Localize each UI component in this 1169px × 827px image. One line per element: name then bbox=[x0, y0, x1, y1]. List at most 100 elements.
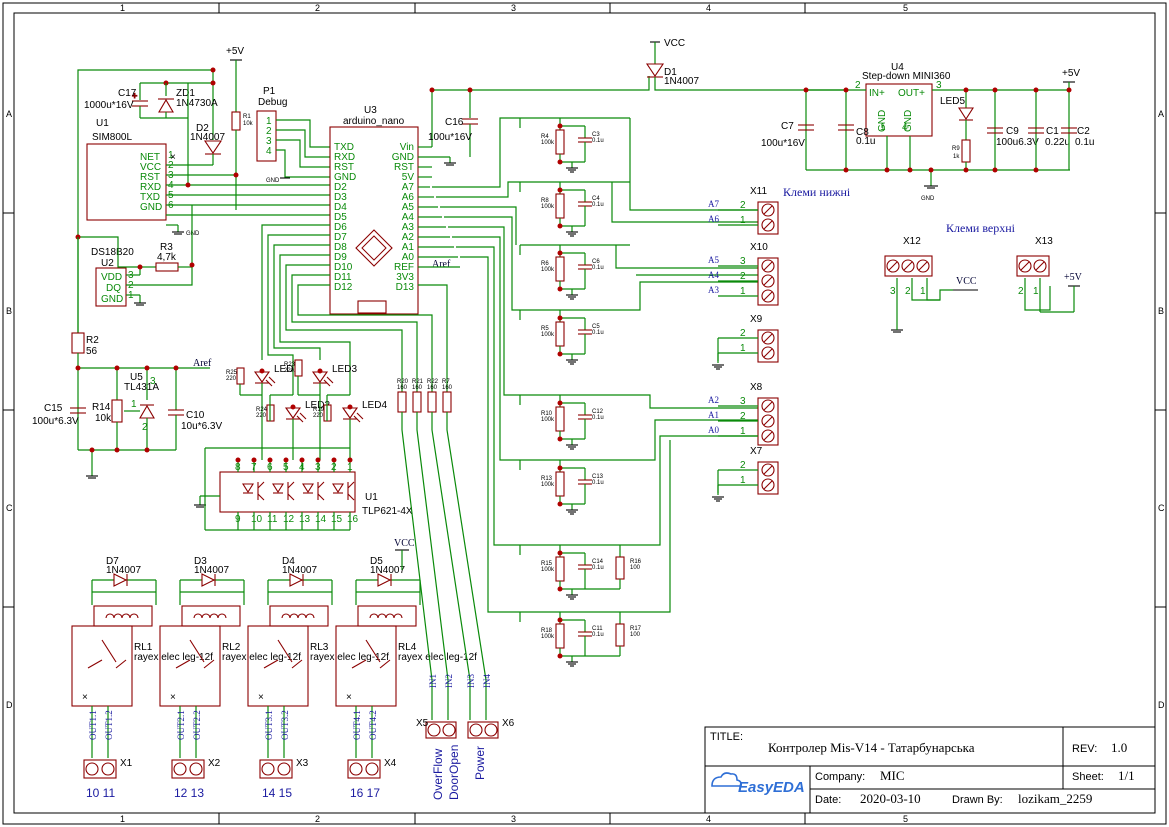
nano-left-pin: RST bbox=[334, 162, 354, 173]
nano-right-pin: A3 bbox=[402, 222, 415, 233]
svg-text:0.1u: 0.1u bbox=[592, 415, 604, 421]
svg-text:IN2: IN2 bbox=[444, 674, 454, 688]
debug-ref: P1 bbox=[263, 86, 276, 97]
svg-text:1: 1 bbox=[131, 399, 137, 410]
svg-text:Sheet:: Sheet: bbox=[1072, 771, 1104, 783]
svg-text:C9: C9 bbox=[1006, 126, 1019, 137]
svg-text:R10: R10 bbox=[541, 411, 553, 417]
svg-text:3: 3 bbox=[740, 396, 746, 407]
svg-text:100k: 100k bbox=[541, 267, 555, 273]
svg-text:C11: C11 bbox=[592, 626, 603, 632]
svg-text:D3: D3 bbox=[194, 556, 207, 567]
svg-text:C16: C16 bbox=[445, 117, 464, 128]
svg-text:1: 1 bbox=[740, 215, 746, 226]
svg-text:R6: R6 bbox=[541, 261, 549, 267]
opto-pin: 13 bbox=[299, 514, 311, 525]
col-label: 4 bbox=[706, 814, 711, 824]
terminal-net-label: A1 bbox=[708, 410, 719, 420]
col-label: 5 bbox=[903, 814, 908, 824]
terminal-net-label: A6 bbox=[708, 214, 719, 224]
sim800-name: SIM800L bbox=[92, 132, 132, 143]
reference-section: R2 56 Aref C15 100u*6.3V U5 TL431A R14 1… bbox=[32, 237, 222, 479]
svg-text:C12: C12 bbox=[592, 409, 604, 415]
filter-resistor bbox=[555, 471, 565, 497]
svg-text:100: 100 bbox=[630, 632, 641, 638]
row-label: D bbox=[6, 700, 13, 710]
svg-text:4,7k: 4,7k bbox=[157, 252, 177, 263]
col-label: 3 bbox=[511, 814, 516, 824]
opto-pin: 16 bbox=[347, 514, 359, 525]
svg-text:3: 3 bbox=[266, 136, 272, 147]
svg-text:0.1u: 0.1u bbox=[592, 202, 604, 208]
nano-right-pin: 3V3 bbox=[396, 272, 414, 283]
relay-ref: RL4 bbox=[398, 642, 417, 653]
debug-connector: P1 Debug 12 34 GND bbox=[256, 86, 330, 184]
svg-text:C1: C1 bbox=[1046, 126, 1059, 137]
aref-net-label: Aref bbox=[432, 259, 451, 270]
svg-text:D1: D1 bbox=[664, 67, 677, 78]
terminal-ref: X8 bbox=[750, 382, 763, 393]
svg-text:C10: C10 bbox=[186, 410, 205, 421]
relay-terminal bbox=[83, 759, 117, 779]
filter-resistor bbox=[555, 129, 565, 155]
nano-left-pin: RXD bbox=[334, 152, 355, 163]
svg-text:OUT3.2: OUT3.2 bbox=[280, 710, 290, 740]
svg-text:10u*6.3V: 10u*6.3V bbox=[181, 421, 222, 432]
svg-text:160: 160 bbox=[427, 385, 438, 391]
tl431-ref: U5 bbox=[130, 372, 143, 383]
filter-resistor bbox=[555, 556, 565, 582]
relay-ref: RL3 bbox=[310, 642, 329, 653]
sim800-ref: U1 bbox=[96, 118, 109, 129]
svg-text:0.1u: 0.1u bbox=[592, 565, 604, 571]
svg-text:100k: 100k bbox=[541, 567, 555, 573]
svg-text:IN+: IN+ bbox=[869, 88, 885, 99]
svg-text:Drawn By:: Drawn By: bbox=[952, 794, 1003, 806]
svg-text:GND: GND bbox=[266, 178, 280, 184]
series-resistor bbox=[442, 391, 452, 413]
svg-text:C6: C6 bbox=[592, 259, 600, 265]
sim800-module bbox=[86, 143, 167, 221]
svg-text:R5: R5 bbox=[541, 326, 549, 332]
opto-pin: 15 bbox=[331, 514, 343, 525]
svg-text:4: 4 bbox=[902, 122, 908, 133]
svg-text:2020-03-10: 2020-03-10 bbox=[860, 791, 921, 806]
svg-text:100k: 100k bbox=[541, 634, 555, 640]
svg-text:R2: R2 bbox=[86, 335, 99, 346]
svg-text:Company:: Company: bbox=[815, 771, 865, 783]
sim800-pin-number: 1 bbox=[168, 150, 174, 161]
terminal-block bbox=[757, 461, 779, 495]
regulator-ref: U4 bbox=[891, 62, 904, 73]
debug-name: Debug bbox=[258, 97, 287, 108]
row-label: C bbox=[1158, 503, 1165, 513]
svg-text:3: 3 bbox=[936, 80, 942, 91]
nano-right-pin: A2 bbox=[402, 232, 415, 243]
svg-text:R15: R15 bbox=[541, 561, 553, 567]
svg-text:12 13: 12 13 bbox=[174, 786, 204, 800]
relay-terminal bbox=[347, 759, 381, 779]
svg-text:C17: C17 bbox=[118, 88, 137, 99]
svg-text:OUT1.1: OUT1.1 bbox=[88, 710, 98, 740]
svg-text:C4: C4 bbox=[592, 196, 600, 202]
nano-right-pin: GND bbox=[392, 152, 414, 163]
svg-text:C15: C15 bbox=[44, 403, 63, 414]
nano-right-pin: D13 bbox=[396, 282, 415, 293]
terminal-net-label: A3 bbox=[708, 285, 719, 295]
row-label: A bbox=[6, 109, 12, 119]
terminal-ref: X13 bbox=[1035, 236, 1053, 247]
svg-text:GND: GND bbox=[186, 231, 200, 237]
terminal-block bbox=[884, 255, 933, 277]
opto-pin: 12 bbox=[283, 514, 295, 525]
col-label: 1 bbox=[120, 814, 125, 824]
svg-text:R19: R19 bbox=[313, 407, 325, 413]
nano-right-pin: REF bbox=[394, 262, 414, 273]
svg-text:1: 1 bbox=[1033, 286, 1039, 297]
svg-text:REV:: REV: bbox=[1072, 743, 1097, 755]
svg-text:10k: 10k bbox=[95, 413, 112, 424]
svg-text:OUT+: OUT+ bbox=[898, 88, 925, 99]
col-label: 2 bbox=[315, 814, 320, 824]
svg-text:1N4007: 1N4007 bbox=[282, 565, 317, 576]
svg-text:1.0: 1.0 bbox=[1111, 740, 1127, 755]
